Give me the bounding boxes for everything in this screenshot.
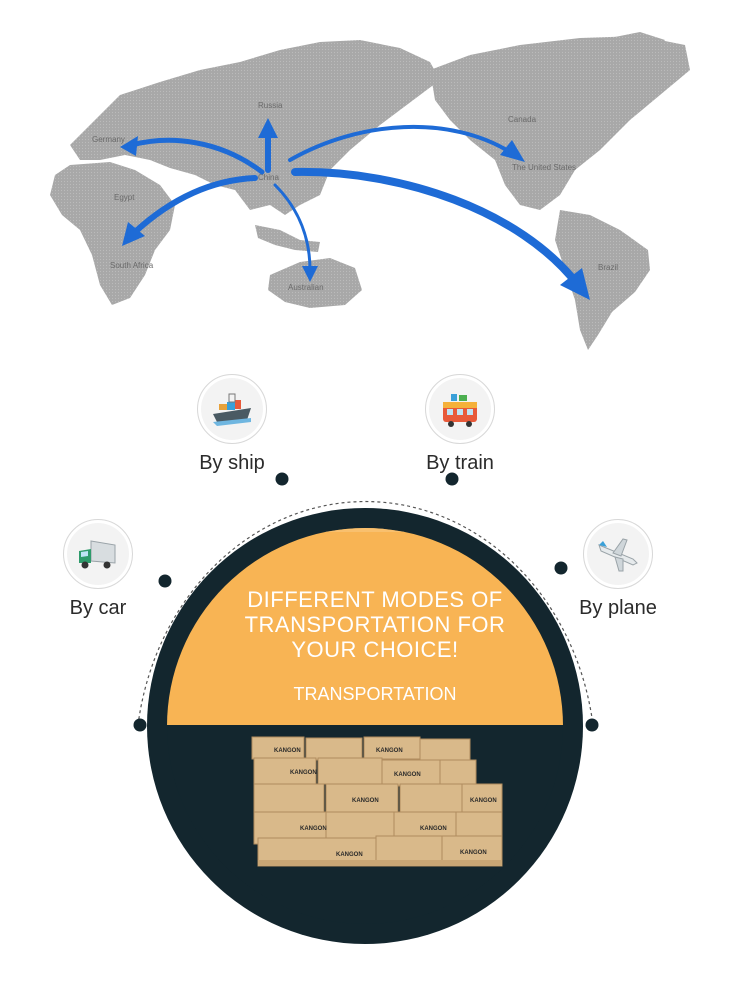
mode-plane: By plane: [548, 519, 688, 620]
arrowhead-australia: [302, 266, 318, 282]
box-brand-6: KANGON: [470, 798, 497, 804]
arc-dot-train: [445, 472, 459, 486]
world-map: Russia Germany Egypt China South Africa …: [50, 32, 690, 350]
label-germany: Germany: [92, 135, 125, 144]
hero-headline-line-2: TRANSPORTATION FOR: [244, 612, 506, 637]
mode-plane-label: By plane: [579, 597, 657, 619]
arrowhead-brazil: [560, 268, 590, 300]
label-brazil: Brazil: [598, 263, 618, 272]
continent-south-america: [555, 210, 650, 350]
route-to-brazil: [291, 167, 582, 289]
continent-north-america: [430, 36, 690, 210]
train-icon: [425, 374, 495, 444]
ship-icon: [197, 374, 267, 444]
arc-dot-right-end: [585, 718, 599, 732]
arrowhead-africa: [122, 222, 145, 246]
box-brand-2: KANGON: [376, 748, 403, 754]
region-southeast-asia: [255, 225, 320, 252]
label-china: China: [258, 173, 279, 182]
mode-car: By car: [28, 519, 168, 620]
hero-headline: DIFFERENT MODES OF TRANSPORTATION FOR YO…: [210, 587, 540, 662]
continent-eurasia: [70, 40, 440, 215]
mode-ship-label: By ship: [199, 452, 265, 474]
label-australia: Australian: [288, 283, 324, 292]
arc-dot-ship: [275, 472, 289, 486]
box-brand-4: KANGON: [394, 772, 421, 778]
box-brand-5: KANGON: [352, 798, 379, 804]
route-to-australia: [273, 183, 312, 272]
arrowhead-usa: [500, 140, 525, 162]
box-brand-3: KANGON: [290, 770, 317, 776]
label-canada: Canada: [508, 115, 537, 124]
continent-australia: [268, 258, 362, 308]
plane-icon: [583, 519, 653, 589]
box-brand-8: KANGON: [420, 826, 447, 832]
mode-train-label: By train: [426, 452, 494, 474]
hero-headline-line-3: YOUR CHOICE!: [291, 637, 459, 662]
route-to-europe: [129, 137, 265, 175]
mode-train: By train: [390, 374, 530, 475]
arrowhead-russia: [258, 118, 278, 138]
box-brand-7: KANGON: [300, 826, 327, 832]
arc-dot-car: [158, 574, 172, 588]
hero-subtitle: TRANSPORTATION: [293, 684, 457, 704]
arrowhead-europe: [120, 136, 138, 156]
arc-dot-left-end: [133, 718, 147, 732]
box-stack: KANGON KANGON KANGON KANGON KANGON KANGO…: [251, 736, 503, 867]
label-usa: The United States: [512, 163, 576, 172]
label-south-africa: South Africa: [110, 261, 154, 270]
arc-dot-plane: [554, 561, 568, 575]
route-to-usa: [288, 124, 512, 162]
continent-africa: [50, 162, 175, 305]
box-brand-9: KANGON: [336, 852, 363, 858]
hero-headline-line-1: DIFFERENT MODES OF: [247, 587, 503, 612]
badge-accent-highlight: [167, 528, 563, 532]
mode-car-label: By car: [69, 597, 127, 619]
route-to-africa: [132, 175, 258, 235]
dashed-arc: [137, 500, 594, 726]
label-egypt: Egypt: [114, 193, 135, 202]
label-russia: Russia: [258, 101, 283, 110]
truck-icon: [63, 519, 133, 589]
box-brand-10: KANGON: [460, 850, 487, 856]
mode-ship: By ship: [162, 374, 302, 475]
box-brand-1: KANGON: [274, 748, 301, 754]
region-greenland: [600, 32, 665, 65]
